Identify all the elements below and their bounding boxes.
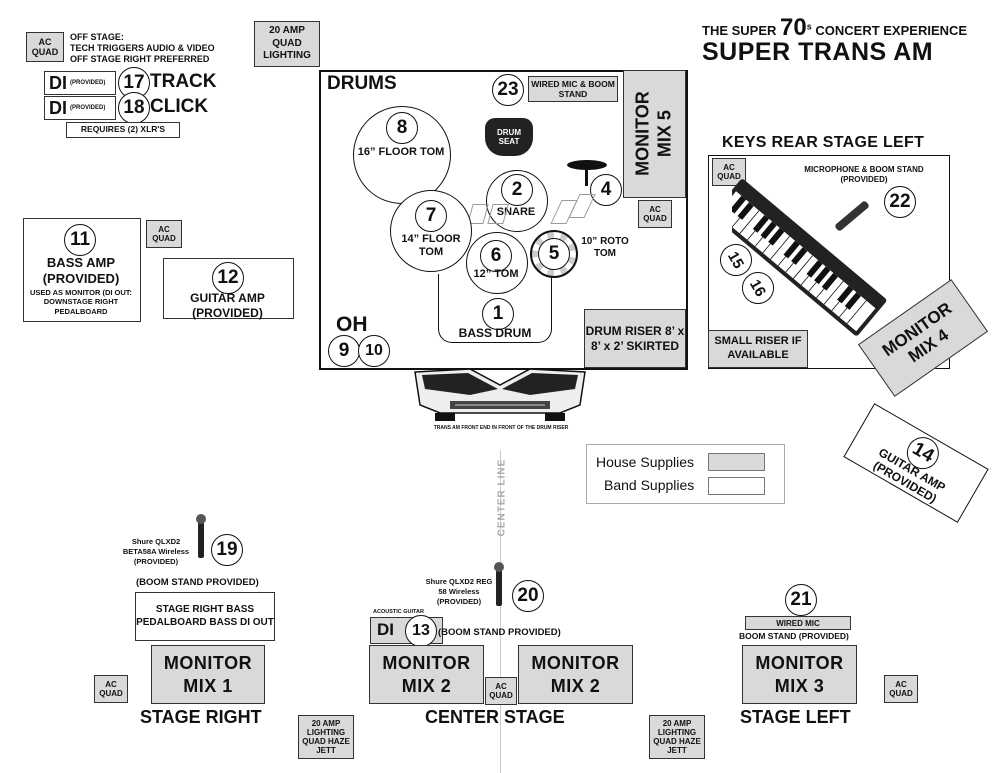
- input-19-badge: 19: [211, 534, 243, 566]
- hihat-stand: [585, 168, 588, 186]
- input-5-badge: 5: [538, 238, 570, 270]
- wired-mic-box: WIRED MIC & BOOM STAND: [528, 76, 618, 102]
- lighting-quad-sl: 20 AMP LIGHTING QUAD HAZE JETT: [649, 715, 705, 759]
- di-box-click: DI (PROVIDED): [44, 96, 116, 120]
- ac-quad-drums: AC QUAD: [638, 200, 672, 228]
- legend-band-label: Band Supplies: [604, 477, 695, 493]
- sr-mic-label: Shure QLXD2 BETA58A Wireless (PROVIDED): [122, 537, 190, 566]
- center-line: [500, 450, 501, 773]
- title-main: SUPER TRANS AM: [702, 38, 934, 66]
- cs-boom-label: (BOOM STAND PROVIDED): [438, 627, 561, 638]
- input-6-badge: 6: [480, 240, 512, 272]
- guitar-amp-14-box: 14 GUITAR AMP (PROVIDED): [843, 403, 989, 523]
- small-riser-box: SMALL RISER IF AVAILABLE: [708, 330, 808, 368]
- center-stage-label: CENTER STAGE: [425, 707, 565, 727]
- input-18-badge: 18: [118, 92, 150, 124]
- sl-boom-label: BOOM STAND (PROVIDED): [739, 631, 849, 641]
- bass-drum-label: BASS DRUM: [458, 326, 532, 340]
- oh-label: OH: [336, 313, 368, 336]
- pedal-shapes: [467, 194, 596, 224]
- floor-tom-14-label: 14” FLOOR TOM: [401, 233, 461, 259]
- drum-riser-box: DRUM RISER 8’ x 8’ x 2’ SKIRTED: [584, 309, 686, 368]
- lighting-quad-sr: 20 AMP LIGHTING QUAD HAZE JETT: [298, 715, 354, 759]
- title-post: CONCERT EXPERIENCE: [815, 23, 968, 38]
- di-13-label: DI: [377, 620, 394, 639]
- roto-tom-label: 10” ROTO TOM: [581, 236, 629, 259]
- sr-pedalboard-box: STAGE RIGHT BASS PEDALBOARD BASS DI OUT: [135, 592, 275, 641]
- input-1-badge: 1: [482, 298, 514, 330]
- legend-band-swatch: [708, 477, 765, 495]
- ac-quad-center: AC QUAD: [485, 677, 517, 705]
- monitor-mix-1: MONITOR MIX 1: [151, 645, 265, 704]
- ac-quad-sl: AC QUAD: [884, 675, 918, 703]
- guitar-amp-12-title: GUITAR AMP (PROVIDED): [190, 291, 265, 320]
- monitor-mix-2a: MONITOR MIX 2: [369, 645, 484, 704]
- hihat-icon: [567, 160, 607, 170]
- title-sup: s: [806, 21, 812, 32]
- tech-triggers-label: TECH TRIGGERS AUDIO & VIDEO: [70, 43, 215, 53]
- sl-wired-mic-box: WIRED MIC: [745, 616, 851, 630]
- bass-amp-title: BASS AMP (PROVIDED): [42, 255, 120, 287]
- title-pre: THE SUPER: [702, 23, 777, 38]
- keyboard-icon: [732, 179, 887, 336]
- ac-quad-bass: AC QUAD: [146, 220, 182, 248]
- acoustic-guitar-label: ACOUSTIC GUITAR: [373, 609, 424, 615]
- lighting-quad-top: 20 AMP QUAD LIGHTING: [254, 21, 320, 67]
- center-line-label: CENTER LINE: [496, 458, 508, 537]
- stage-right-label: STAGE RIGHT: [140, 707, 262, 727]
- input-20-badge: 20: [512, 580, 544, 612]
- sr-boom-label: (BOOM STAND PROVIDED): [136, 577, 259, 588]
- input-8-badge: 8: [386, 112, 418, 144]
- provided-label: (PROVIDED): [70, 80, 106, 86]
- bass-amp-note: USED AS MONITOR (DI OUT: DOWNSTAGE RIGHT…: [29, 288, 133, 316]
- ac-quad-sr: AC QUAD: [94, 675, 128, 703]
- input-10-badge: 10: [358, 335, 390, 367]
- trans-am-front-icon: [414, 368, 586, 421]
- input-22-badge: 22: [884, 186, 916, 218]
- monitor-mix-3: MONITOR MIX 3: [742, 645, 857, 704]
- trans-am-caption: TRANS AM FRONT END IN FRONT OF THE DRUM …: [433, 425, 569, 431]
- di-box-track: DI (PROVIDED): [44, 71, 116, 95]
- legend-house-label: House Supplies: [596, 454, 695, 470]
- sr-mic-icon: [196, 514, 206, 558]
- drums-title: DRUMS: [327, 73, 397, 94]
- click-label: CLICK: [150, 96, 209, 117]
- monitor-mix-2b: MONITOR MIX 2: [518, 645, 633, 704]
- legend-house-swatch: [708, 453, 765, 471]
- track-label: TRACK: [150, 71, 217, 92]
- input-12-badge: 12: [212, 262, 244, 294]
- cs-mic-label: Shure QLXD2 REG 58 Wireless (PROVIDED): [425, 577, 493, 606]
- monitor-mix-5-label: MONITOR MIX 5: [632, 91, 675, 177]
- requires-xlr-box: REQUIRES (2) XLR'S: [66, 122, 180, 138]
- off-stage-right-label: OFF STAGE RIGHT PREFERRED: [70, 54, 210, 64]
- drum-seat: DRUM SEAT: [485, 118, 533, 156]
- floor-tom-16-label: 16” FLOOR TOM: [357, 146, 445, 158]
- input-11-badge: 11: [64, 224, 96, 256]
- monitor-mix-5: MONITOR MIX 5: [623, 70, 686, 198]
- ac-quad-keys: AC QUAD: [712, 158, 746, 186]
- keys-mic-label: MICROPHONE & BOOM STAND (PROVIDED): [804, 165, 924, 184]
- input-4-badge: 4: [590, 174, 622, 206]
- drum-seat-label: DRUM SEAT: [497, 128, 521, 146]
- provided-label: (PROVIDED): [70, 105, 106, 111]
- stage-left-label: STAGE LEFT: [740, 707, 851, 727]
- input-23-badge: 23: [492, 74, 524, 106]
- cs-mic-icon: [494, 562, 504, 606]
- di-label: DI: [49, 97, 67, 118]
- input-9-badge: 9: [328, 335, 360, 367]
- snare-label: SNARE: [496, 206, 536, 218]
- title-70: 70: [780, 14, 807, 41]
- keys-title: KEYS REAR STAGE LEFT: [722, 134, 925, 151]
- tom-12-label: 12” TOM: [473, 268, 519, 280]
- ac-quad-offstage: AC QUAD: [26, 32, 64, 62]
- di-label: DI: [49, 72, 67, 93]
- off-stage-label: OFF STAGE:: [70, 32, 124, 42]
- input-7-badge: 7: [415, 200, 447, 232]
- input-2-badge: 2: [501, 174, 533, 206]
- input-21-badge: 21: [785, 584, 817, 616]
- title-line1: THE SUPER 70s CONCERT EXPERIENCE: [702, 14, 977, 42]
- input-13-badge: 13: [405, 615, 437, 647]
